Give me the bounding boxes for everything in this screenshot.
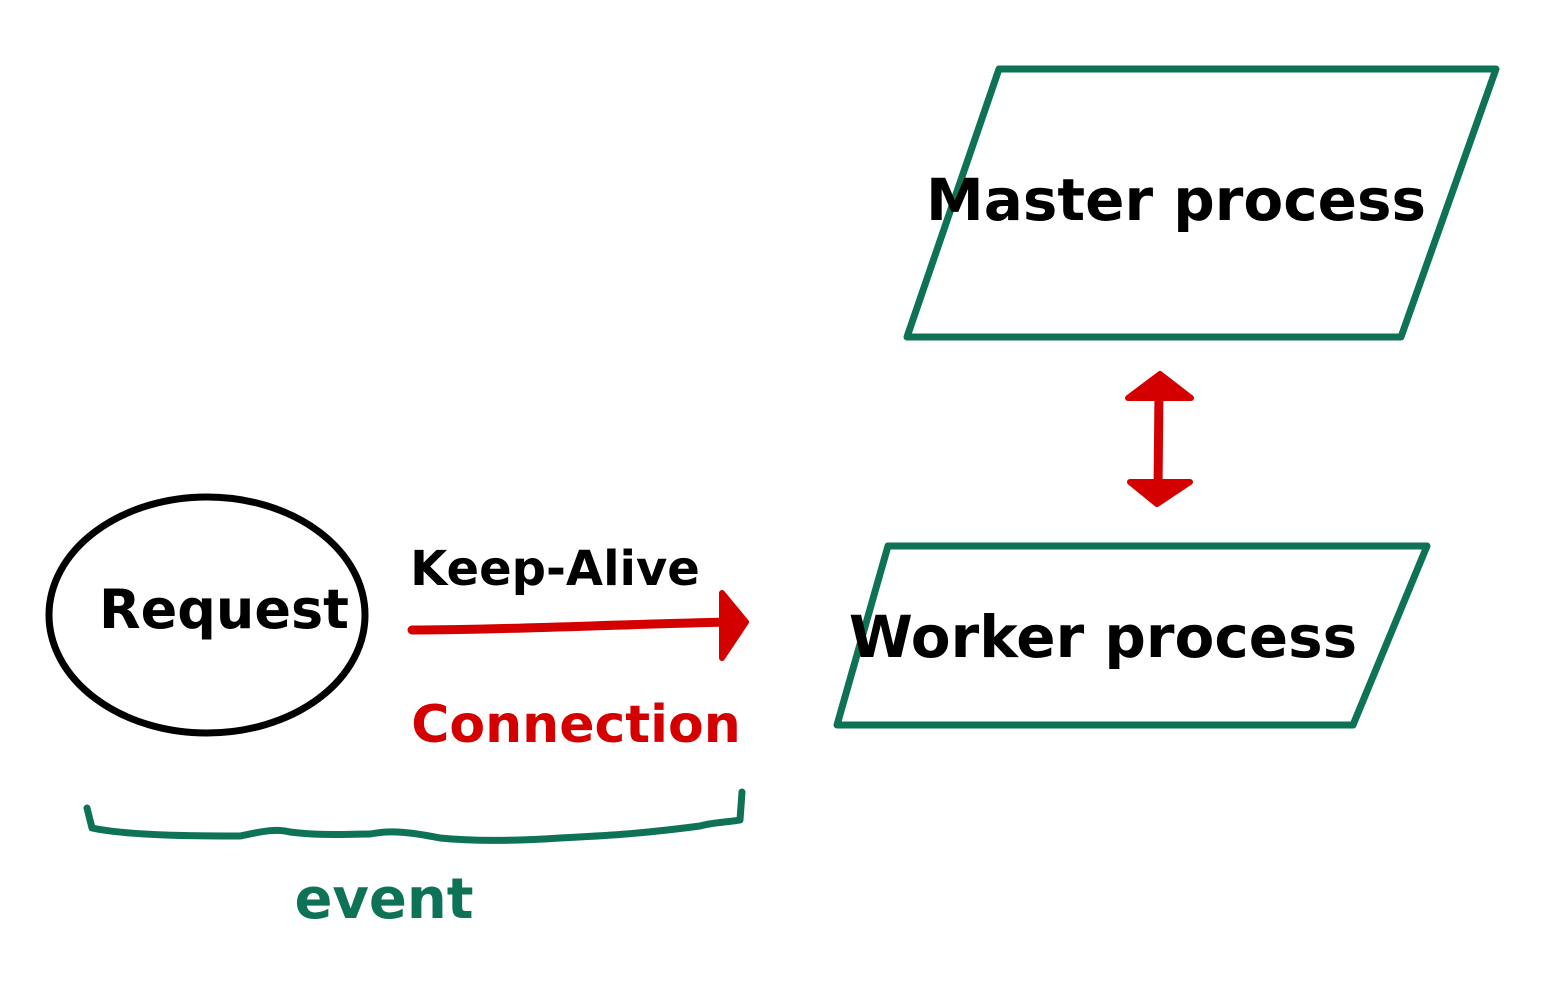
event-brace: event: [83, 788, 746, 932]
brace-shape: [83, 788, 746, 844]
connection-arrow-shaft: [407, 617, 733, 635]
master-worker-arrow: [1125, 371, 1194, 507]
connection-label: Connection: [411, 695, 740, 755]
master-process-label: Master process: [926, 166, 1426, 234]
request-shape: [45, 493, 369, 737]
master-worker-arrow-shaft: [1153, 387, 1164, 493]
keep-alive-connection-edge: Keep-Alive Connection: [407, 541, 749, 755]
request-label: Request: [99, 578, 349, 641]
arrowhead-down-icon: [1127, 479, 1193, 507]
worker-process-shape: [833, 542, 1431, 729]
master-process-node: Master process: [903, 65, 1500, 341]
master-process-shape: [903, 65, 1500, 341]
worker-process-label: Worker process: [849, 603, 1357, 671]
keep-alive-label: Keep-Alive: [410, 541, 700, 597]
event-label: event: [294, 867, 473, 932]
arrowhead-right-icon: [719, 590, 749, 661]
worker-process-node: Worker process: [833, 542, 1431, 729]
arrowhead-up-icon: [1125, 371, 1194, 401]
request-node: Request: [45, 493, 369, 737]
